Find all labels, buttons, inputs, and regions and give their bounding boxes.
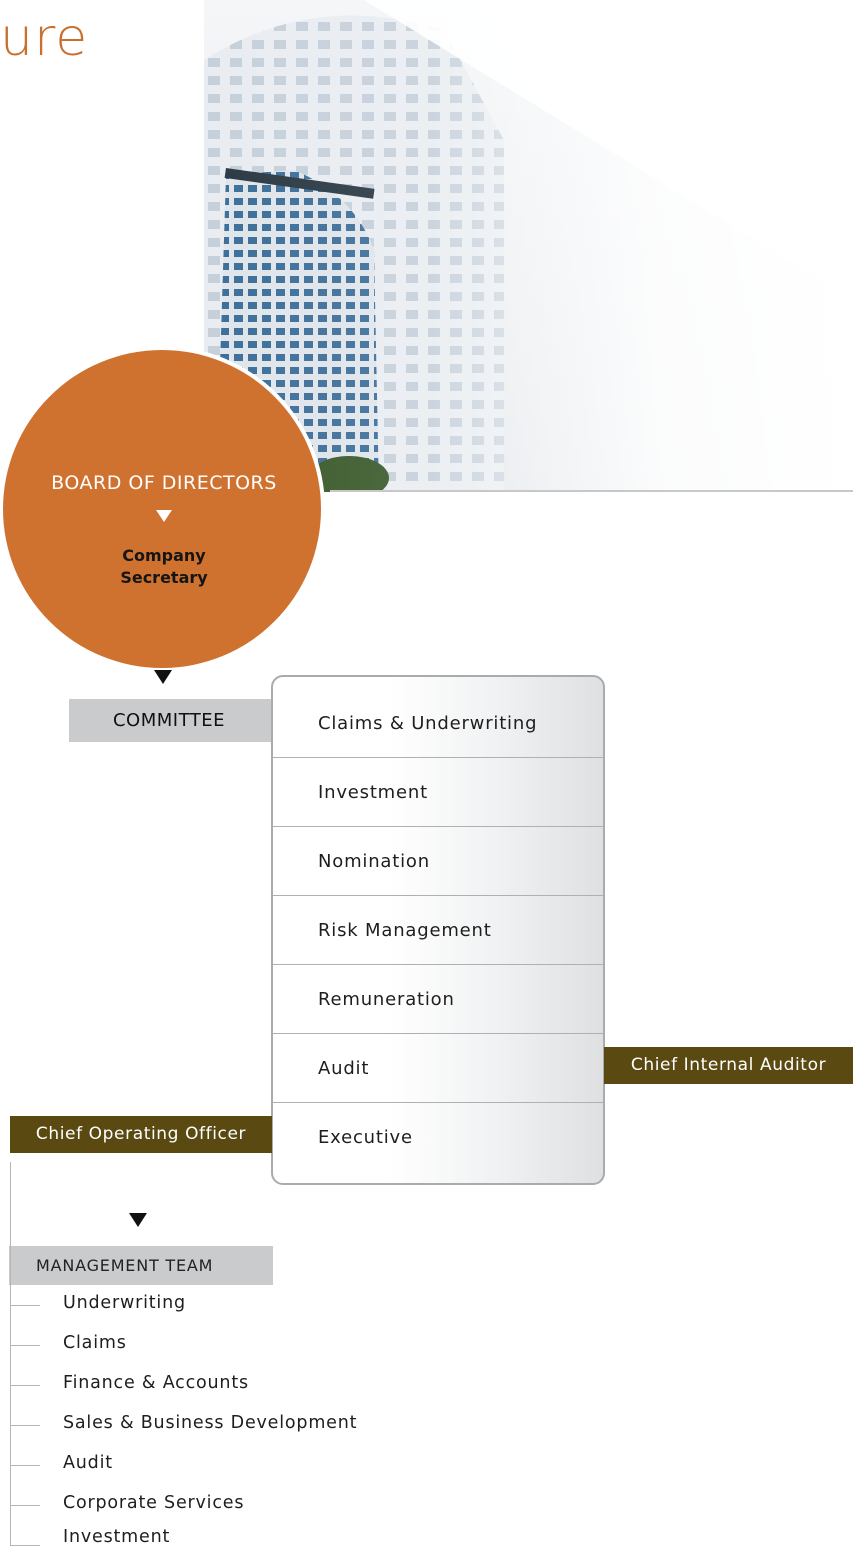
management-item: Sales & Business Development <box>63 1413 358 1433</box>
down-arrow-icon <box>154 670 172 684</box>
committee-item: Nomination <box>273 827 603 896</box>
committee-item: Investment <box>273 758 603 827</box>
tree-tick <box>10 1545 40 1546</box>
board-of-directors-label: BOARD OF DIRECTORS <box>51 472 277 494</box>
photo-divider <box>330 490 853 492</box>
tree-tick <box>10 1385 40 1386</box>
committee-item: Remuneration <box>273 965 603 1034</box>
committee-label: COMMITTEE <box>112 710 226 731</box>
committee-list: Claims & Underwriting Investment Nominat… <box>271 675 605 1185</box>
chief-operating-officer-box: Chief Operating Officer <box>10 1116 272 1153</box>
tree-tick <box>10 1505 40 1506</box>
committee-item: Risk Management <box>273 896 603 965</box>
management-item: Finance & Accounts <box>63 1373 249 1393</box>
management-item: Investment <box>63 1527 171 1547</box>
committee-item: Audit <box>273 1034 603 1103</box>
down-arrow-icon <box>129 1213 147 1227</box>
committee-item: Claims & Underwriting <box>273 689 603 758</box>
tree-tick <box>10 1465 40 1466</box>
secretary-line-1: Company <box>122 546 206 565</box>
management-team-bar: MANAGEMENT TEAM <box>9 1246 273 1285</box>
down-arrow-icon <box>156 510 172 522</box>
secretary-line-2: Secretary <box>120 568 208 587</box>
committee-item: Executive <box>318 1127 413 1148</box>
board-circle <box>3 350 321 668</box>
committee-bar <box>69 699 275 742</box>
tree-tick <box>10 1345 40 1346</box>
page-title: ure <box>0 8 89 68</box>
tree-tick <box>10 1305 40 1306</box>
company-secretary-label: Company Secretary <box>96 545 232 589</box>
management-item: Claims <box>63 1333 127 1353</box>
tree-connector-line <box>10 1162 11 1546</box>
building-photo <box>204 0 853 492</box>
tree-tick <box>10 1425 40 1426</box>
management-item: Underwriting <box>63 1293 186 1313</box>
management-item: Corporate Services <box>63 1493 245 1513</box>
management-item: Audit <box>63 1453 113 1473</box>
chief-internal-auditor-box: Chief Internal Auditor <box>604 1047 853 1084</box>
